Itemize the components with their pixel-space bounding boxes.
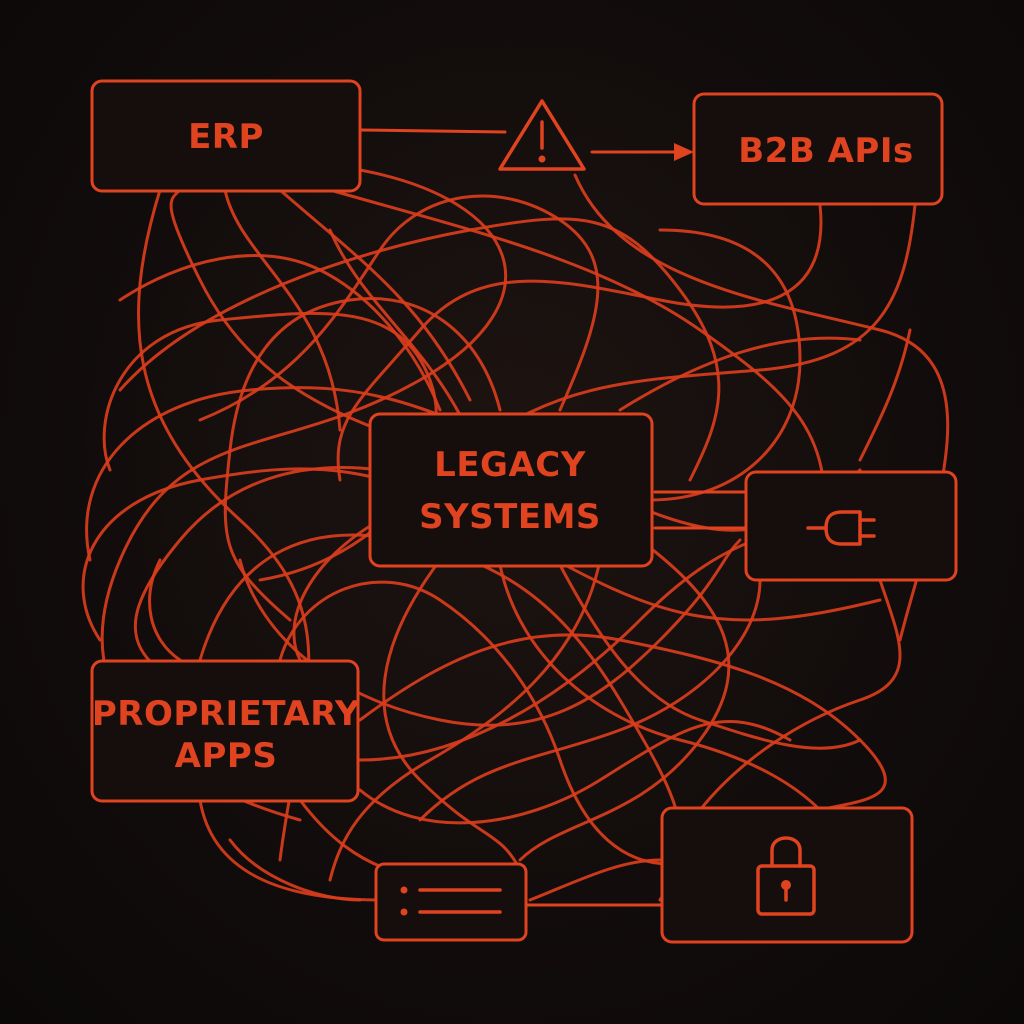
b2b-apis-box <box>692 92 944 206</box>
tangled-connections <box>81 168 950 902</box>
b2b-apis-label: B2B APIs <box>738 131 913 171</box>
legacy-systems-box <box>368 412 654 568</box>
legacy-systems-node[interactable]: LEGACY SYSTEMS <box>368 412 654 568</box>
plug-icon <box>806 510 876 546</box>
server-box <box>374 862 528 942</box>
server-node[interactable] <box>374 862 528 942</box>
plug-box <box>744 470 958 582</box>
erp-connector-line <box>360 128 507 134</box>
erp-box <box>90 79 362 193</box>
erp-to-b2b-connection <box>360 128 694 161</box>
proprietary-apps-box <box>90 659 360 803</box>
padlock-icon <box>756 836 816 916</box>
legacy-systems-label-line2: SYSTEMS <box>419 497 601 537</box>
proprietary-apps-label-line1: PROPRIETARY <box>92 694 360 734</box>
warning-icon <box>498 99 586 171</box>
b2b-apis-node[interactable]: B2B APIs <box>692 92 944 206</box>
proprietary-apps-node[interactable]: PROPRIETARY APPS <box>90 659 360 803</box>
server-icon <box>400 886 502 916</box>
erp-label: ERP <box>188 117 264 157</box>
plug-node[interactable] <box>744 470 958 582</box>
legacy-systems-label-line1: LEGACY <box>434 445 586 485</box>
arrowhead-icon <box>674 143 694 161</box>
erp-node[interactable]: ERP <box>90 79 362 193</box>
lock-box <box>660 806 914 944</box>
proprietary-apps-label-line2: APPS <box>175 736 278 776</box>
lock-node[interactable] <box>660 806 914 944</box>
